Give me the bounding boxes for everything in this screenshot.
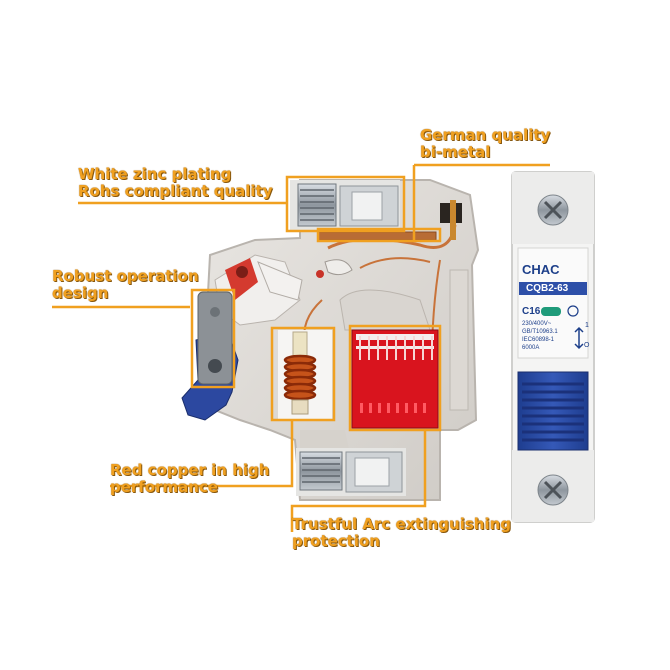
label-robust-operation: Robust operation design bbox=[52, 267, 199, 302]
rating-label: C16 bbox=[522, 306, 541, 317]
copper-coil bbox=[278, 330, 332, 420]
spec-lines: 230/400V~ GB/T10963.1 IEC60898-1 6000A bbox=[522, 321, 558, 351]
bottom-terminal bbox=[296, 448, 406, 496]
callout-box-mechanism bbox=[190, 288, 236, 389]
top-terminal bbox=[290, 180, 400, 230]
label-white-zinc: White zinc plating Rohs compliant qualit… bbox=[78, 165, 273, 200]
blue-handle bbox=[181, 291, 239, 421]
callout-box-arc bbox=[348, 324, 442, 432]
leader-arc bbox=[290, 430, 427, 532]
label-arc-extinguishing: Trustful Arc extinguishing protection bbox=[292, 515, 512, 550]
brand-logo: CHAC bbox=[522, 262, 560, 277]
callout-box-coil bbox=[270, 326, 336, 422]
model-number: CQB2-63 bbox=[526, 283, 569, 294]
callout-lines bbox=[52, 163, 550, 532]
switch-mark-on: 1 bbox=[585, 322, 589, 329]
label-german-quality: German quality bi-metal bbox=[420, 126, 551, 161]
leader-red-copper bbox=[110, 420, 294, 488]
closed-breaker bbox=[511, 171, 595, 523]
label-red-copper: Red copper in high performance bbox=[110, 461, 270, 496]
switch-mark-off: O bbox=[584, 342, 590, 349]
callout-box-bimetal bbox=[316, 227, 442, 243]
arc-chute bbox=[351, 329, 439, 429]
operating-mechanism bbox=[214, 254, 353, 326]
